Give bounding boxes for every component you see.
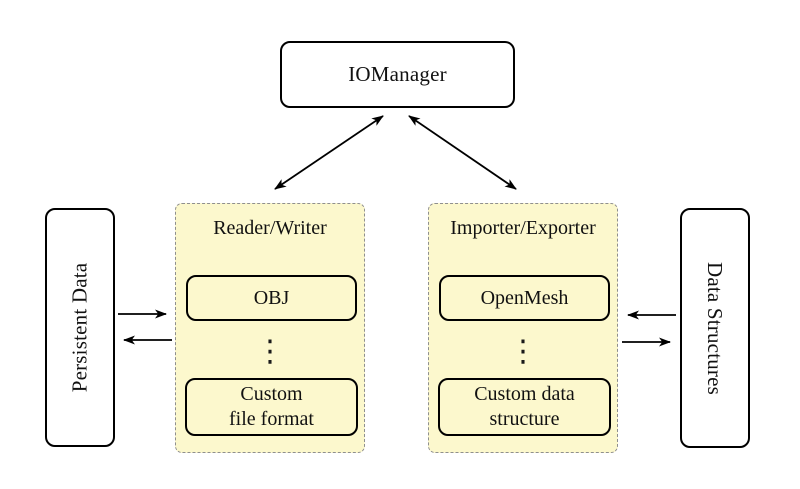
data-structures-label: Data Structures bbox=[703, 261, 728, 395]
reader-writer-group: Reader/Writer OBJ ⋮ Custom file format bbox=[175, 203, 365, 453]
reader-writer-group-label: Reader/Writer bbox=[213, 217, 327, 239]
vertical-dots-icon: ⋮ bbox=[508, 334, 538, 369]
edge-iomanager-readerwriter-arrow bbox=[274, 115, 384, 190]
openmesh-node: OpenMesh bbox=[439, 275, 610, 321]
openmesh-label: OpenMesh bbox=[480, 286, 569, 309]
custom-file-format-node: Custom file format bbox=[185, 378, 358, 436]
persistent-data-label: Persistent Data bbox=[67, 262, 92, 393]
custom-file-format-line2: file format bbox=[229, 408, 314, 430]
custom-data-structure-line1: Custom data bbox=[474, 383, 575, 405]
persistent-data-node: Persistent Data bbox=[45, 208, 115, 447]
custom-data-structure-line2: structure bbox=[489, 408, 560, 430]
importer-exporter-group: Importer/Exporter OpenMesh ⋮ Custom data… bbox=[428, 203, 618, 453]
importer-exporter-group-label: Importer/Exporter bbox=[450, 217, 596, 239]
iomanager-label: IOManager bbox=[348, 62, 447, 86]
obj-label: OBJ bbox=[253, 286, 290, 309]
custom-file-format-line1: Custom bbox=[240, 383, 303, 405]
obj-node: OBJ bbox=[186, 275, 357, 321]
edge-iomanager-importerexporter-arrow bbox=[408, 115, 517, 190]
vertical-dots-icon: ⋮ bbox=[255, 334, 285, 369]
iomanager-node: IOManager bbox=[280, 41, 515, 108]
custom-data-structure-node: Custom data structure bbox=[438, 378, 611, 436]
data-structures-node: Data Structures bbox=[680, 208, 750, 448]
